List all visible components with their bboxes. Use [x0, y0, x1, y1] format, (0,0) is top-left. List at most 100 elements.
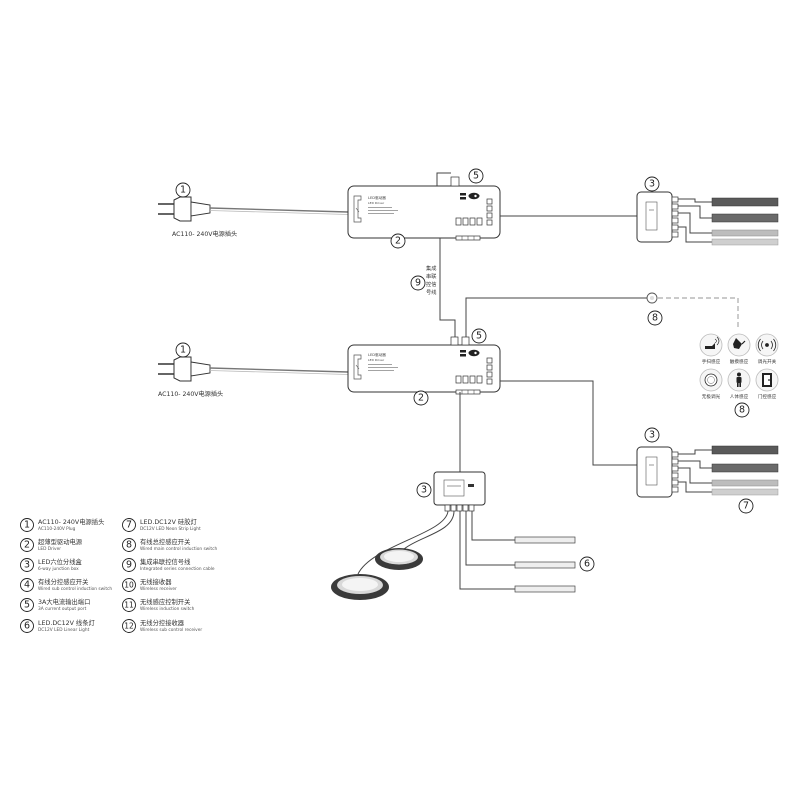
junction-port: [671, 472, 679, 479]
legend-label-cn: 无线接收器: [140, 577, 172, 586]
main-switch-dashed-link: [658, 297, 739, 328]
legend-number: 11: [124, 601, 134, 610]
legend-label-cn: 3A大电流输出端口: [38, 597, 90, 606]
neon-strip-dark: [711, 463, 779, 473]
legend-label-en: AC110-240V Plug: [38, 526, 76, 532]
callout-neon-strip: 7: [738, 498, 754, 514]
strip-wire: [678, 449, 712, 455]
svg-text:1: 1: [180, 345, 186, 356]
signal-cable: [439, 238, 456, 337]
touch-icon: [733, 338, 742, 349]
svg-text:调光开关: 调光开关: [758, 358, 777, 365]
svg-text:5: 5: [476, 331, 482, 342]
junction-box-mid-right: [636, 446, 679, 498]
junction-port: [671, 217, 679, 224]
driver-status-dot: [474, 351, 477, 355]
legend-number-circle: [20, 619, 34, 633]
person-icon: [736, 372, 742, 387]
legend-number-circle: [20, 578, 34, 592]
junction-port: [671, 210, 679, 217]
linear-light: [514, 536, 576, 544]
junction-port: [462, 504, 469, 512]
junction-port: [671, 465, 679, 472]
driver-indicator: [460, 197, 466, 200]
legend-label-cn: LED.DC12V 硅胶灯: [140, 517, 197, 526]
driver-title: LED驱动器: [368, 352, 386, 357]
svg-text:无极调光: 无极调光: [702, 393, 721, 400]
driver-bottom-port: [462, 375, 469, 384]
driver-title: LED驱动器: [368, 195, 386, 200]
legend-label-en: LED Driver: [38, 546, 61, 552]
driver-right-port: [486, 205, 493, 212]
plug-label-bottom: AC110- 240V电源插头: [158, 390, 223, 398]
puck-light-front: [331, 574, 389, 600]
legend-label-en: 6-way junction box: [38, 566, 79, 572]
legend-number: 4: [24, 580, 30, 591]
main-switch-cable: [465, 297, 647, 337]
callout-sensor-group: 8: [734, 402, 750, 418]
driver-bottom-port: [455, 375, 462, 384]
power-cable-edge: [209, 210, 349, 215]
linear-wire: [465, 511, 515, 566]
led-driver-bottom: LED驱动器 LED Driver: [347, 344, 501, 395]
driver-right-port: [486, 364, 493, 371]
legend-number: 7: [126, 520, 132, 531]
legend-label-en: Wireless induction switch: [140, 606, 195, 612]
driver-subtitle: LED Driver: [368, 201, 385, 205]
driver-bottom-port: [476, 217, 483, 226]
callout-output-port-top: 5: [468, 168, 484, 184]
led-strip-light: [711, 229, 779, 237]
sensor-person: 人体感应: [727, 368, 751, 400]
dimmer-knob-icon: [704, 373, 718, 387]
svg-text:8: 8: [739, 405, 745, 416]
strip-wire: [678, 481, 712, 493]
junction-panel: [443, 479, 465, 497]
driver-spec-line: [368, 367, 398, 368]
legend-number-circle: [20, 598, 34, 612]
driver-bracket-mark: [355, 207, 360, 213]
legend-number-circle: [122, 578, 136, 592]
junction-port: [671, 458, 679, 465]
led-strip-dark: [711, 213, 779, 223]
callout-main-switch: 8: [647, 310, 663, 326]
svg-text:3: 3: [421, 485, 427, 496]
main-switch-sensor-core: [650, 296, 654, 300]
legend-label-en: Wired sub control induction switch: [38, 586, 112, 592]
svg-text:3: 3: [649, 430, 655, 441]
legend-number-circle: [20, 558, 34, 572]
driver-right-port: [486, 378, 493, 385]
wireless-wave-icon: [757, 338, 777, 352]
strip-wire: [678, 226, 712, 243]
driver-status-led: [468, 192, 480, 200]
led-strip-dark: [711, 197, 779, 207]
plug-label-top: AC110- 240V电源插头: [172, 230, 237, 238]
driver-bottom-port: [469, 375, 476, 384]
legend-label-en: Integrated series connection cable: [140, 566, 215, 572]
junction-housing: [636, 191, 673, 243]
neon-strip-dark: [711, 445, 779, 455]
svg-text:2: 2: [418, 393, 424, 404]
legend-number-circle: [122, 619, 136, 633]
legend-number: 6: [24, 621, 30, 632]
driver-indicator: [460, 193, 466, 196]
driver-spec-line: [368, 364, 392, 365]
legend-number: 1: [24, 520, 30, 531]
legend-label-en: Wireless sub control receiver: [140, 627, 202, 633]
led-driver-top: LED驱动器 LED Driver: [347, 185, 501, 241]
signal-cable-label: 集成 串联 控信 号线: [426, 264, 436, 296]
puck-wire: [357, 510, 449, 575]
svg-text:7: 7: [743, 501, 749, 512]
led-strip-light: [711, 238, 779, 246]
svg-text:集成: 集成: [426, 264, 436, 272]
output-cable-mid: [500, 380, 637, 466]
junction-port: [444, 504, 451, 512]
